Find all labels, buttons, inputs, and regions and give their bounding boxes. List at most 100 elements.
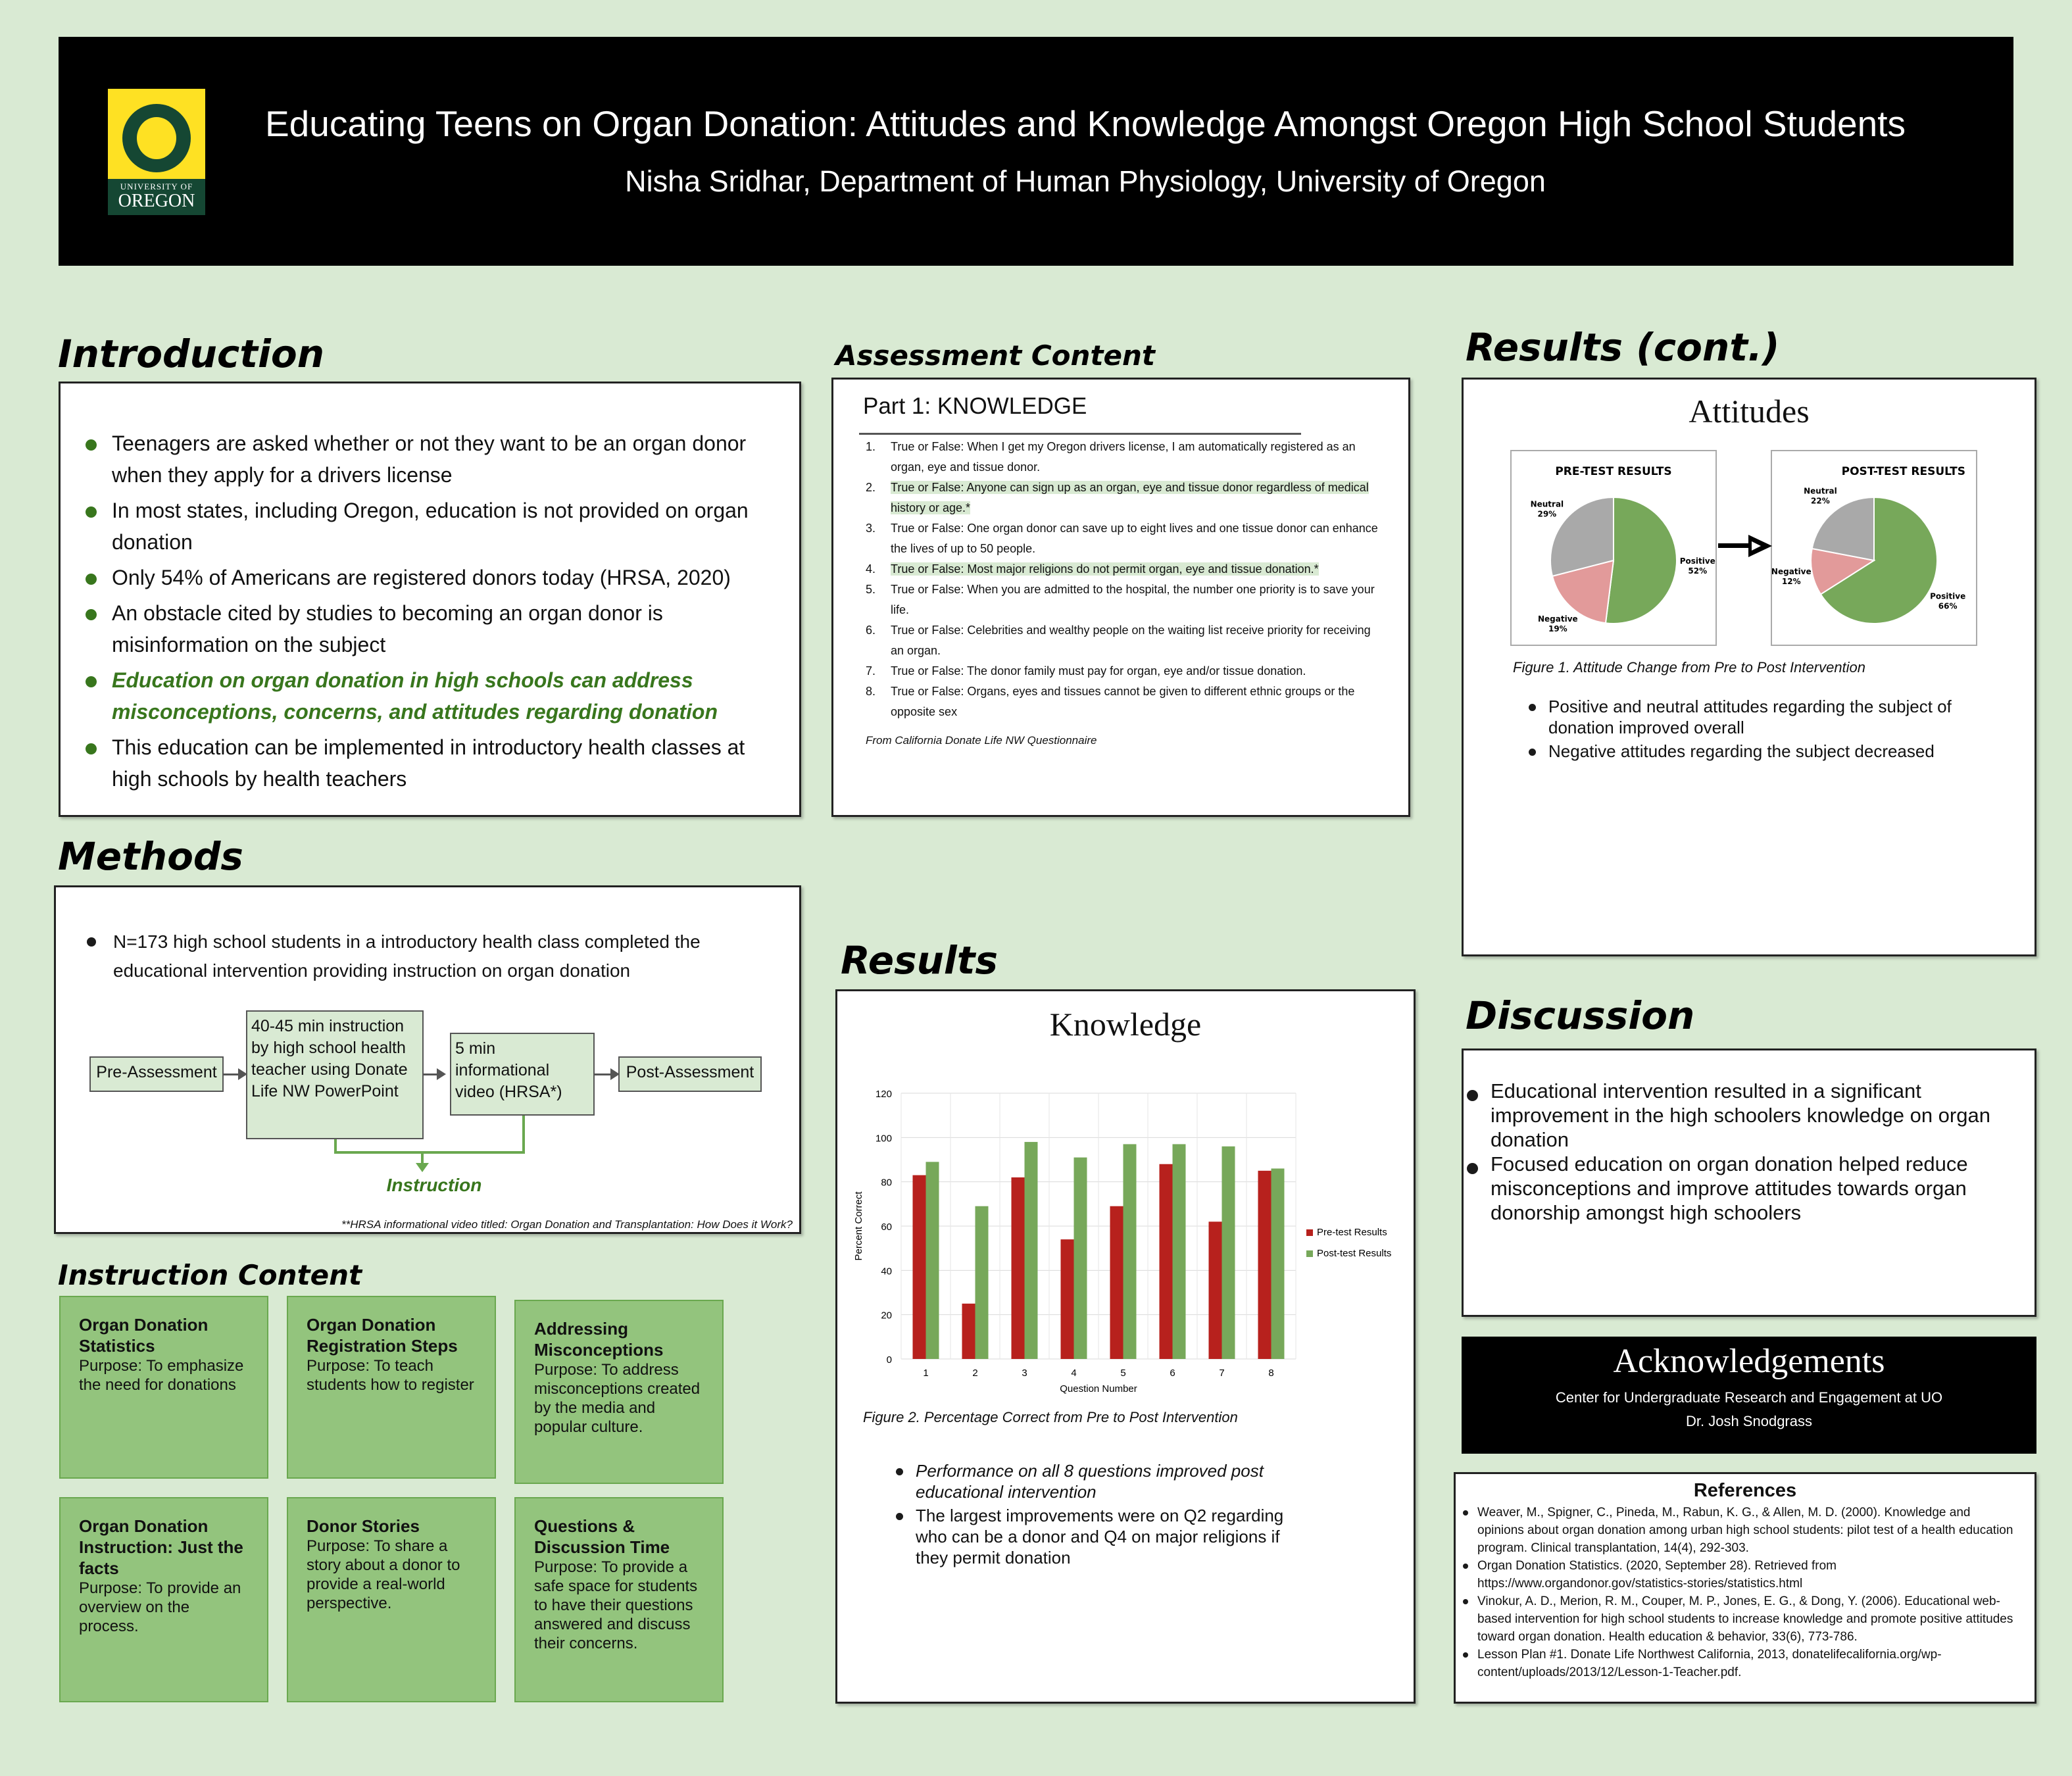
references-box xyxy=(1454,1472,2036,1704)
reference-item: Vinokur, A. D., Merion, R. M., Couper, M… xyxy=(1460,1592,2019,1646)
card-body: Purpose: To teach students how to regist… xyxy=(307,1357,474,1394)
poster-header xyxy=(59,37,2013,266)
logo-text-line1: UNIVERSITY OF xyxy=(120,182,193,191)
flow-arrowhead xyxy=(610,1068,620,1080)
bracket-bottom xyxy=(334,1151,525,1154)
x-tick-label: 1 xyxy=(923,1368,928,1379)
acknowledgement-line: Center for Undergraduate Research and En… xyxy=(1555,1389,1943,1406)
assessment-question: 3.True or False: One organ donor can sav… xyxy=(866,522,1378,555)
y-tick-label: 80 xyxy=(881,1177,892,1189)
results-figure-caption: Figure 2. Percentage Correct from Pre to… xyxy=(863,1409,1238,1425)
bracket-left xyxy=(334,1139,337,1154)
x-tick-label: 3 xyxy=(1022,1368,1027,1379)
acknowledgements-box xyxy=(1462,1337,2036,1454)
assessment-question: 4.True or False: Most major religions do… xyxy=(866,562,1319,576)
bar-post xyxy=(1271,1168,1285,1359)
card-body: Purpose: To provide an overview on the p… xyxy=(79,1579,241,1635)
assessment-question: 5.True or False: When you are admitted t… xyxy=(866,583,1375,616)
x-axis-label: Question Number xyxy=(1060,1383,1137,1394)
bracket-stem xyxy=(421,1152,424,1164)
legend-label: Pre-test Results xyxy=(1317,1227,1387,1238)
pre-test-pie-chart: PRE-TEST RESULTSPositive52%Negative19%Ne… xyxy=(1510,450,1717,646)
instruction-content-heading: Instruction Content xyxy=(58,1259,362,1291)
instruction-card: Organ Donation Instruction: Just the fac… xyxy=(59,1497,268,1702)
intro-bullet: Teenagers are asked whether or not they … xyxy=(83,428,774,491)
x-tick-label: 2 xyxy=(972,1368,977,1379)
poster-title: Educating Teens on Organ Donation: Attit… xyxy=(265,103,1906,144)
pie-value-label: 66% xyxy=(1938,602,1958,611)
y-tick-label: 60 xyxy=(881,1221,892,1233)
bracket-right xyxy=(522,1116,525,1154)
card-title: Organ Donation Instruction: Just the fac… xyxy=(79,1516,243,1578)
bracket-arrowhead xyxy=(416,1163,429,1172)
x-tick-label: 6 xyxy=(1170,1368,1175,1379)
intro-bullet: This education can be implemented in int… xyxy=(83,731,774,795)
y-tick-label: 0 xyxy=(887,1354,892,1366)
pie-category-label: Neutral xyxy=(1531,500,1564,509)
bar-pre xyxy=(1110,1206,1123,1359)
bar-post xyxy=(1221,1146,1235,1359)
reference-item: Weaver, M., Spigner, C., Pineda, M., Rab… xyxy=(1460,1504,2019,1557)
results-cont-bullet: Positive and neutral attitudes regarding… xyxy=(1526,696,2013,738)
assessment-question: 8.True or False: Organs, eyes and tissue… xyxy=(866,685,1355,718)
legend-swatch xyxy=(1306,1250,1313,1257)
card-title: Donor Stories xyxy=(307,1516,420,1536)
logo-o-inner xyxy=(137,117,176,159)
card-title: Organ Donation Registration Steps xyxy=(307,1315,458,1356)
pie-arrow-shaft xyxy=(1718,543,1752,548)
knowledge-chart-title: Knowledge xyxy=(1049,1006,1202,1043)
pie-category-label: Negative xyxy=(1771,567,1812,576)
pie-subtitle: PRE-TEST RESULTS xyxy=(1555,465,1671,478)
acknowledgement-line: Dr. Josh Snodgrass xyxy=(1686,1413,1812,1429)
bar-pre xyxy=(1208,1221,1222,1359)
pie-arrow-head-inner xyxy=(1752,541,1761,551)
legend-label: Post-test Results xyxy=(1317,1248,1391,1259)
y-tick-label: 120 xyxy=(876,1089,892,1100)
bar-post xyxy=(1024,1142,1038,1359)
x-tick-label: 4 xyxy=(1071,1368,1076,1379)
pie-category-label: Positive xyxy=(1680,556,1715,566)
legend-swatch xyxy=(1306,1229,1313,1236)
pie-value-label: 52% xyxy=(1688,566,1707,576)
post-test-pie-chart: POST-TEST RESULTSPositive66%Negative12%N… xyxy=(1771,450,1977,646)
y-axis-label: Percent Correct xyxy=(853,1191,864,1261)
pie-category-label: Positive xyxy=(1930,592,1965,601)
flow-post-assessment: Post-Assessment xyxy=(618,1056,762,1092)
pie-slice-neutral xyxy=(1550,496,1614,578)
instruction-card: Organ Donation Statistics Purpose: To em… xyxy=(59,1296,268,1479)
bar-pre xyxy=(1159,1164,1173,1359)
flow-instruction-label: Instruction xyxy=(386,1175,482,1195)
methods-heading: Methods xyxy=(58,834,243,879)
assessment-heading: Assessment Content xyxy=(835,339,1155,372)
results-heading: Results xyxy=(841,938,999,983)
pie-slice-positive xyxy=(1604,496,1677,624)
introduction-bullets: Teenagers are asked whether or not they … xyxy=(83,428,774,799)
results-bullet: The largest improvements were on Q2 rega… xyxy=(893,1505,1314,1568)
assessment-question: 7.True or False: The donor family must p… xyxy=(866,664,1306,678)
bar-post xyxy=(1123,1144,1137,1359)
bar-post xyxy=(925,1162,939,1359)
discussion-bullet: Educational intervention resulted in a s… xyxy=(1464,1079,2017,1152)
references-list: Weaver, M., Spigner, C., Pineda, M., Rab… xyxy=(1460,1504,2019,1681)
pie-value-label: 19% xyxy=(1548,624,1567,633)
bar-post xyxy=(975,1206,989,1359)
card-title: Addressing Misconceptions xyxy=(534,1319,664,1360)
flow-video: 5 min informational video (HRSA*) xyxy=(450,1033,595,1116)
reference-item: Lesson Plan #1. Donate Life Northwest Ca… xyxy=(1460,1646,2019,1681)
pie-value-label: 29% xyxy=(1537,510,1556,519)
assessment-source: From California Donate Life NW Questionn… xyxy=(866,734,1097,747)
pie-subtitle: POST-TEST RESULTS xyxy=(1842,465,1965,478)
pie-slice-neutral xyxy=(1811,496,1875,562)
instruction-card: Donor Stories Purpose: To share a story … xyxy=(287,1497,496,1702)
assessment-questions: 1.True or False: When I get my Oregon dr… xyxy=(852,437,1379,722)
methods-bullet: N=173 high school students in a introduc… xyxy=(84,927,775,985)
instruction-card: Addressing Misconceptions Purpose: To ad… xyxy=(514,1300,724,1484)
discussion-bullets: Educational intervention resulted in a s… xyxy=(1464,1079,2017,1225)
x-tick-label: 8 xyxy=(1268,1368,1273,1379)
bar-pre xyxy=(1011,1177,1025,1359)
methods-footnote: **HRSA informational video titled: Organ… xyxy=(341,1218,793,1231)
card-body: Purpose: To emphasize the need for donat… xyxy=(79,1357,244,1394)
assessment-divider xyxy=(859,433,1301,435)
results-cont-figure-caption: Figure 1. Attitude Change from Pre to Po… xyxy=(1513,659,1866,676)
results-cont-bullets: Positive and neutral attitudes regarding… xyxy=(1526,696,2013,764)
